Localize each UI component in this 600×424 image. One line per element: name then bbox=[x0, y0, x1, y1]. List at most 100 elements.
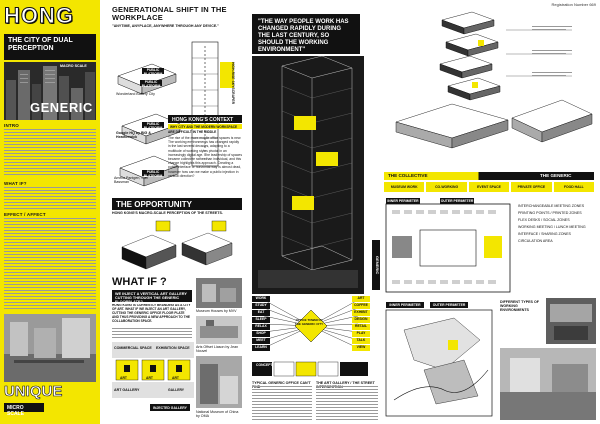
unique-label: UNIQUE bbox=[4, 383, 63, 401]
opportunity-title: THE OPPORTUNITY bbox=[112, 198, 242, 210]
art-label-1: ART bbox=[120, 376, 127, 380]
activity-right-5: PLAY bbox=[352, 331, 370, 337]
activity-left-4: RELAX bbox=[252, 324, 270, 330]
activity-left-7: LEARN bbox=[252, 345, 270, 351]
office-tower-node: OFFICE TOWER IN THE GENERIC CITY bbox=[294, 318, 324, 326]
program-4: FOOD HALL bbox=[553, 182, 595, 192]
arts-photo bbox=[196, 316, 242, 344]
injected-gallery-label: INJECTED GALLERY bbox=[150, 404, 190, 411]
generic-label: GENERIC bbox=[30, 100, 93, 115]
whatif-subtitle: WE INJECT A VERTICAL ART GALLERY CUTTING… bbox=[112, 290, 192, 304]
floor-plan bbox=[384, 196, 514, 296]
legend-5: CIRCULATION AREA bbox=[518, 239, 553, 243]
activity-right-1: COFFEE bbox=[352, 303, 370, 309]
activity-right-0: ART bbox=[352, 296, 370, 302]
whatif-body bbox=[112, 328, 192, 340]
public-platform-label-2: PUBLIC PLATFORM bbox=[140, 80, 162, 88]
left-activity-list: WORK STUDY EAT SLEEP RELAX SHOP MEET LEA… bbox=[252, 296, 270, 351]
whatif-text-bold: HONG KONG IS CURRENTLY BRANDING AS A CIT… bbox=[112, 304, 191, 323]
activity-right-2: EXHIBIT bbox=[352, 310, 370, 316]
whatif-heading: WHAT IF? bbox=[4, 181, 27, 186]
generic-photo bbox=[4, 62, 96, 120]
legend-2: FLEX DESKS / SOCIAL ZONES bbox=[518, 218, 570, 222]
inner-perimeter-label-2: INNER PERIMETER bbox=[386, 302, 424, 308]
activity-right-7: VIEW bbox=[352, 345, 370, 351]
activity-left-2: EAT bbox=[252, 310, 270, 316]
opportunity-subtitle: HONG KONG'S MACRO-SCALE PERCEPTION OF TH… bbox=[112, 211, 223, 215]
activity-right-6: TALK bbox=[352, 338, 370, 344]
public-platform-label-1: PUBLIC PLATFORM bbox=[142, 68, 164, 76]
second-plan bbox=[384, 300, 496, 420]
legend-0: INTERCHANGEABLE MEETING ZONES bbox=[518, 204, 585, 208]
museum-photo bbox=[196, 278, 242, 308]
effect-heading: EFFECT / AFFECT bbox=[4, 212, 46, 217]
national-museum-photo bbox=[196, 356, 242, 408]
gallery-label: GALLERY bbox=[168, 388, 185, 392]
context-text: The rise of the more mobile office space… bbox=[168, 136, 242, 178]
art-label-3: ART bbox=[172, 376, 179, 380]
concept-label: CONCEPT bbox=[256, 363, 273, 367]
amelia-caption: Amelia Pantgen, Carl Bassman bbox=[114, 176, 148, 184]
plan-legend: INTERCHANGEABLE MEETING ZONES PRINTING P… bbox=[518, 204, 596, 243]
commercial-space-label: COMMERCIAL SPACE bbox=[114, 346, 152, 350]
art-label-2: ART bbox=[146, 376, 153, 380]
activity-left-3: SLEEP bbox=[252, 317, 270, 323]
office-photo-1 bbox=[546, 298, 596, 344]
program-2: EVENT SPACE bbox=[468, 182, 510, 192]
activity-left-1: STUDY bbox=[252, 303, 270, 309]
effect-text bbox=[4, 218, 96, 310]
national-museum-caption: National Museum of China by OMA bbox=[196, 410, 239, 418]
legend-4: INTERFACE / SHARING ZONES bbox=[518, 232, 571, 236]
legend-3: WORKING MEETING / LUNCH MEETING bbox=[518, 225, 586, 229]
intro-heading: INTRO bbox=[4, 123, 19, 128]
generational-shift-quote: "ANYTIME, ANYPLACE, ANYWHERE THROUGH ANY… bbox=[112, 24, 219, 28]
generational-shift-title: GENERATIONAL SHIFT IN THE WORKPLACE bbox=[112, 5, 227, 22]
concept-grid bbox=[252, 360, 370, 378]
collective-generic-bar bbox=[384, 172, 594, 180]
program-0: MUSEUM WORK bbox=[384, 182, 425, 192]
tower-axonometric bbox=[252, 56, 364, 294]
public-platform-label-3: PUBLIC PLATFORM bbox=[142, 122, 164, 130]
public-platform-label-4: PUBLIC PLATFORM bbox=[142, 170, 164, 178]
skyscraper-label: HIGH-RISE SKYSCRAPER bbox=[231, 62, 235, 105]
outer-perimeter-label-2: OUTER PERIMETER bbox=[430, 302, 468, 308]
workplace-diagrams bbox=[112, 32, 242, 197]
context-title: HONG KONG'S CONTEXT bbox=[168, 115, 242, 123]
macro-scale-label: MACRO SCALE bbox=[60, 64, 87, 68]
center-quote: "THE WAY PEOPLE WORK HAS CHANGED RAPIDLY… bbox=[252, 14, 360, 54]
right-text-block bbox=[316, 386, 378, 420]
wonderland-caption: Wonderland Battery City bbox=[116, 92, 155, 96]
poster-title: HONG bbox=[4, 3, 74, 29]
whatif-title: WHAT IF ? bbox=[112, 276, 167, 288]
generic-vertical-label: GENERIC bbox=[372, 240, 380, 290]
poster-subtitle: THE CITY OF DUAL PERCEPTION bbox=[4, 34, 96, 60]
context-subtitle: WHY CITY AND THE MODERN WORKSPACE bbox=[168, 124, 242, 129]
program-1: CO-WORKING bbox=[426, 182, 467, 192]
unique-photo bbox=[4, 314, 96, 382]
arts-caption: Arts Offset Liason by Jean Nouvel bbox=[196, 345, 239, 353]
legend-1: PRINTING POINTS / PRINTED ZONES bbox=[518, 211, 582, 215]
outer-perimeter-label: OUTER PERIMETER bbox=[440, 198, 474, 204]
activity-node-diagram bbox=[252, 296, 370, 356]
activity-right-3: DESIGN bbox=[352, 317, 370, 323]
inner-perimeter-label: INNER PERIMETER bbox=[386, 198, 420, 204]
generic-label-right: THE GENERIC bbox=[540, 173, 572, 178]
program-strip: MUSEUM WORK CO-WORKING EVENT SPACE PRIVA… bbox=[384, 182, 595, 192]
opportunity-diagram bbox=[112, 217, 242, 277]
working-environments-caption: DIFFERENT TYPES OF WORKING ENVIRONMENTS bbox=[500, 300, 539, 312]
activity-right-4: RETAIL bbox=[352, 324, 370, 330]
right-activity-list: ART COFFEE EXHIBIT DESIGN RETAIL PLAY TA… bbox=[352, 296, 370, 351]
gallery-section-diagram bbox=[112, 342, 194, 402]
context-subtitle-2: ARE DIFFICULT IN THE MIDDLE bbox=[168, 130, 217, 134]
left-text-block bbox=[252, 386, 312, 420]
museum-caption: Museum Houses by MVV bbox=[196, 309, 237, 313]
office-photo-2 bbox=[500, 348, 596, 420]
activity-left-6: MEET bbox=[252, 338, 270, 344]
program-3: PRIVATE OFFICE bbox=[511, 182, 552, 192]
intro-text bbox=[4, 129, 96, 177]
whatif-text bbox=[4, 187, 96, 209]
collective-label: THE COLLECTIVE bbox=[388, 173, 428, 178]
exploded-axonometric bbox=[382, 10, 596, 175]
registration-number: Registration Number 669 bbox=[551, 2, 596, 7]
micro-scale-label: MICRO SCALE bbox=[4, 403, 44, 417]
